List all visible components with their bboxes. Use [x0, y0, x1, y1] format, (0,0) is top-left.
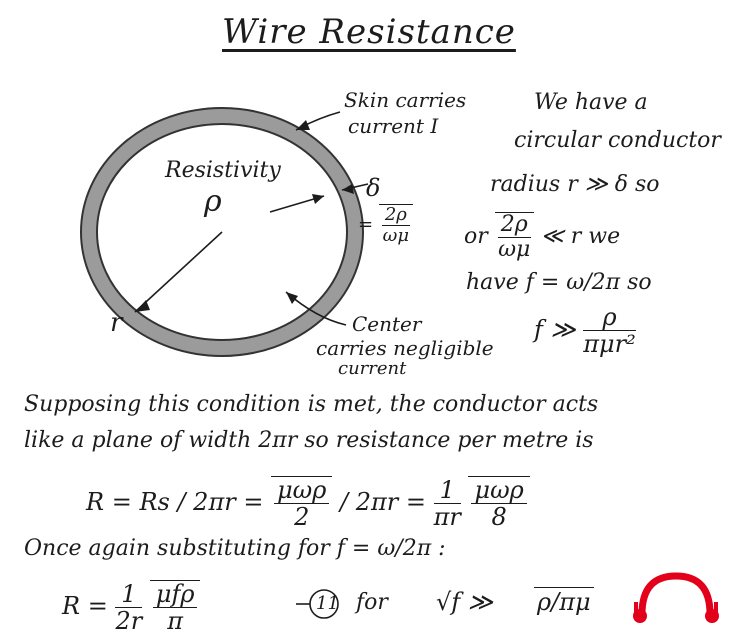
right-text-line3: radius r ≫ δ so [490, 172, 660, 197]
equation-tag: 11 [316, 593, 339, 614]
body-line3: Once again substituting for f = ω/2π : [24, 536, 446, 561]
page-title: Wire Resistance [222, 12, 516, 52]
eq1-numerator-c: μωρ [471, 477, 527, 505]
conductor-ring-outer [81, 108, 363, 356]
eq1-sqrt-c: μωρ 8 [468, 476, 530, 532]
skin-note-line2: current I [348, 114, 439, 138]
eq1-numerator-b: 1 [433, 476, 461, 504]
line4-rest: ≪ r we [540, 224, 621, 250]
or-word: or [464, 224, 488, 250]
line4-sqrt: 2ρ ωμ [494, 212, 534, 263]
center-note-line3: current [338, 358, 407, 379]
eq2-numerator-a: 1 [115, 580, 143, 608]
skin-note-line1: Skin carries [344, 88, 467, 112]
line4-fraction: 2ρ ωμ [497, 212, 531, 263]
resistivity-label: Resistivity [165, 158, 281, 183]
eq1-fraction-c: μωρ 8 [471, 477, 527, 532]
line4-denominator: ωμ [498, 237, 531, 263]
line4-numerator: 2ρ [497, 212, 531, 239]
body-line1: Supposing this condition is met, the con… [24, 392, 599, 417]
radius-line [134, 231, 223, 313]
f-condition: f ≫ [534, 315, 576, 344]
eq2-numerator-b: μfρ [152, 581, 198, 609]
equation-2: R = 1 2r μfρ π [62, 580, 201, 636]
delta-equals: = [358, 213, 374, 235]
line6-numerator: ρ [583, 304, 636, 332]
eq1-numerator-a: μωρ [274, 477, 330, 505]
line6-fraction: ρ πμr² [583, 304, 636, 359]
radius-label: r [110, 308, 123, 338]
eq1-denominator-c: 8 [491, 503, 507, 532]
center-note-line1: Center [352, 312, 422, 336]
eq2-condition-right: ρ/πμ [534, 586, 594, 616]
delta-denominator: ωμ [382, 224, 410, 246]
right-text-line5: have f = ω/2π so [466, 270, 652, 295]
eq1-mid: / 2πr = [339, 487, 426, 516]
center-note-line2: carries negligible [316, 336, 494, 360]
eq2-denominator-a: 2r [115, 606, 143, 635]
eq2-fraction-b: μfρ π [152, 581, 198, 636]
eq2-denominator-b: π [167, 607, 184, 636]
radius-arrowhead [135, 300, 150, 312]
delta-numerator: 2ρ [381, 205, 410, 226]
eq2-fraction-a: 1 2r [115, 580, 143, 635]
right-text-line2: circular conductor [514, 128, 721, 153]
delta-label: δ [366, 174, 381, 202]
red-headphones-logo-icon [633, 572, 719, 623]
eq1-fraction-b: 1 πr [433, 476, 461, 531]
eq1-sqrt-a: μωρ 2 [271, 476, 333, 532]
conductor-ring-edge-inner [96, 123, 348, 341]
delta-equation: = 2ρ ωμ [358, 204, 413, 246]
line6-denominator: πμr² [583, 330, 636, 359]
eq1-denominator-b: πr [433, 502, 461, 531]
conductor-ring-edge-outer [80, 107, 364, 357]
eq2-sqrt: μfρ π [149, 580, 201, 636]
right-text-line4: or 2ρ ωμ ≪ r we [464, 212, 620, 262]
eq2-condition-left: √f ≫ [436, 588, 493, 616]
eq1-left: R = Rs / 2πr = [86, 487, 264, 516]
eq1-fraction-a: μωρ 2 [274, 477, 330, 532]
eq1-denominator-a: 2 [294, 503, 310, 532]
right-text-line1: We have a [534, 90, 648, 115]
rho-label: ρ [204, 184, 222, 219]
delta-sqrt: 2ρ ωμ [378, 204, 413, 246]
right-text-line6: f ≫ ρ πμr² [534, 304, 636, 358]
eq2-condition-sqrt: ρ/πμ [534, 587, 594, 616]
eq2-for: for [356, 590, 388, 615]
equation-1: R = Rs / 2πr = μωρ 2 / 2πr = 1 πr μωρ 8 [86, 476, 530, 531]
delta-fraction: 2ρ ωμ [381, 205, 410, 246]
body-line2: like a plane of width 2πr so resistance … [24, 428, 594, 453]
eq2-left: R = [62, 591, 108, 620]
tag-circle [309, 589, 339, 619]
